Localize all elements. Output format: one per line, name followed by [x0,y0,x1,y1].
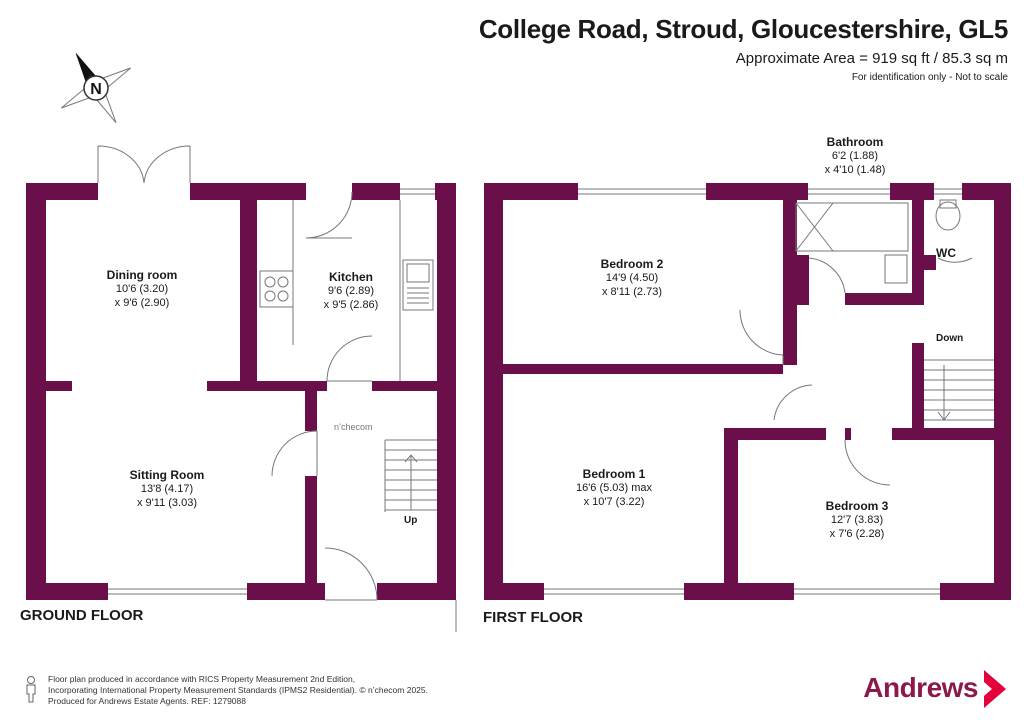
room-name: Dining room [106,268,178,282]
room-dimension: x 7'6 (2.28) [829,528,885,540]
room-bathroom: Bathroom 6'2 (1.88) x 4'10 (1.48) [825,135,886,177]
room-dining-room: Dining room 10'6 (3.20) x 9'6 (2.90) [107,268,178,310]
room-dimension: x 9'6 (2.90) [114,297,170,309]
room-dimension: 10'6 (3.20) [115,283,169,295]
room-name: Bathroom [826,135,884,149]
ground-floor-walls [26,183,456,600]
room-dimension: 6'2 (1.88) [831,150,879,162]
compass-letter: N [90,81,102,98]
first-floor-walls [484,183,1011,600]
stairs-down-label: Down [936,333,964,344]
room-dimension: x 8'11 (2.73) [602,286,662,298]
ground-floor-label: GROUND FLOOR [20,607,144,624]
approximate-area: Approximate Area = 919 sq ft / 85.3 sq m [735,50,1008,67]
compass-icon: N [61,53,131,123]
room-dimension: x 10'7 (3.22) [583,496,645,508]
page-title: College Road, Stroud, Gloucestershire, G… [478,14,1008,44]
room-dimension: x 4'10 (1.48) [824,164,886,176]
room-dimension: 14'9 (4.50) [605,272,659,284]
room-bedroom-2: Bedroom 2 14'9 (4.50) x 8'11 (2.73) [601,257,664,299]
person-scale-icon [26,676,36,703]
fixtures [97,145,994,632]
room-sitting-room: Sitting Room 13'8 (4.17) x 9'11 (3.03) [130,468,205,510]
room-dimension: 12'7 (3.83) [830,514,884,526]
disclaimer: For identification only - Not to scale [851,72,1008,83]
room-bedroom-3: Bedroom 3 12'7 (3.83) x 7'6 (2.28) [826,499,889,541]
first-floor-label: FIRST FLOOR [483,609,583,626]
watermark: n’checom [334,422,373,432]
brand-logo-text: Andrews [863,672,978,703]
room-name: Kitchen [328,270,373,284]
room-dimension: 9'6 (2.89) [327,285,375,297]
room-dimension: 16'6 (5.03) max [575,482,653,494]
room-dimension: x 9'5 (2.86) [323,299,379,311]
room-name: Bedroom 3 [825,499,889,513]
room-dimension: 13'8 (4.17) [140,483,194,495]
footer-line: Incorporating International Property Mea… [48,685,428,695]
brand-chevron-icon [984,670,1006,708]
room-bedroom-1: Bedroom 1 16'6 (5.03) max x 10'7 (3.22) [576,467,652,509]
footer-line: Floor plan produced in accordance with R… [48,674,356,684]
wc-label: WC [936,246,956,260]
footer-line: Produced for Andrews Estate Agents. REF:… [48,696,246,706]
stairs-up-label: Up [404,515,418,526]
footer-text: Floor plan produced in accordance with R… [48,674,428,707]
room-name: Bedroom 1 [582,467,646,481]
room-name: Sitting Room [129,468,205,482]
room-kitchen: Kitchen 9'6 (2.89) x 9'5 (2.86) [324,270,379,312]
room-dimension: x 9'11 (3.03) [137,497,197,509]
room-name: Bedroom 2 [600,257,664,271]
